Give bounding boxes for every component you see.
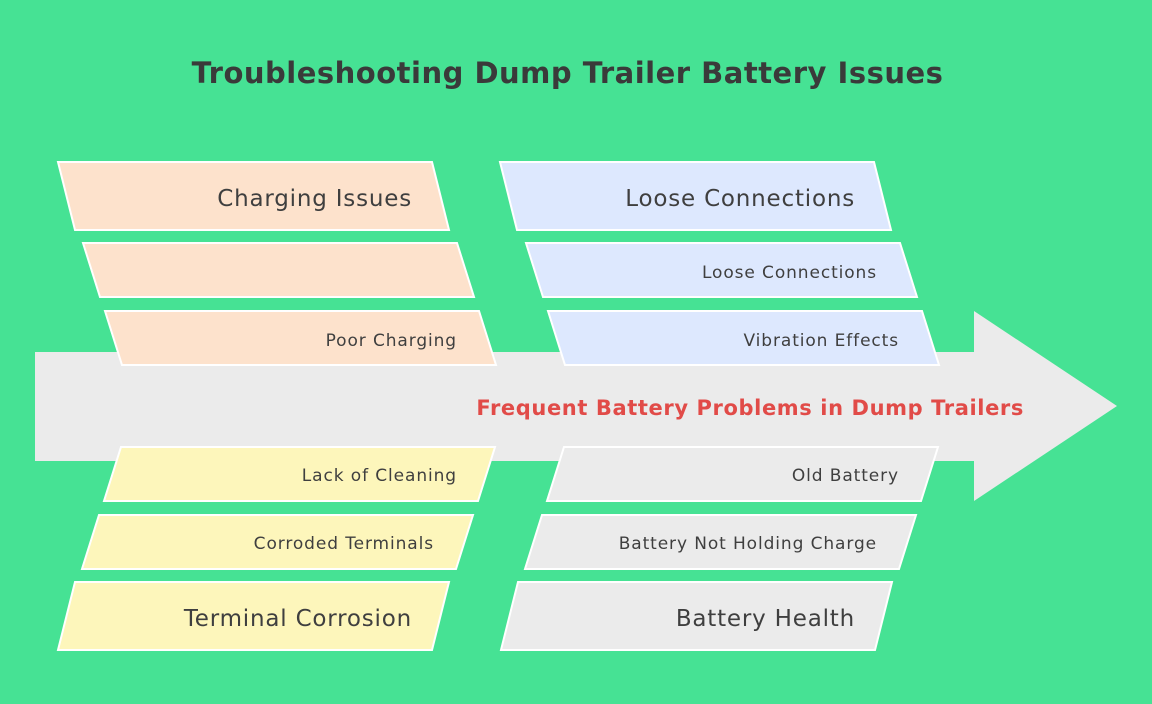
problem-label: Frequent Battery Problems in Dump Traile… bbox=[476, 396, 1024, 420]
cause-box bbox=[80, 514, 475, 570]
category-box-charging bbox=[56, 161, 451, 231]
category-title: Loose Connections bbox=[625, 186, 855, 212]
cause-box bbox=[545, 446, 940, 502]
cause-label: Corroded Terminals bbox=[254, 534, 434, 554]
category-title: Terminal Corrosion bbox=[183, 606, 412, 632]
category-box-health bbox=[499, 581, 894, 651]
category-title: Battery Health bbox=[676, 606, 855, 632]
cause-label: Vibration Effects bbox=[744, 331, 899, 351]
cause-box bbox=[103, 310, 498, 366]
cause-box bbox=[524, 242, 919, 298]
cause-box bbox=[546, 310, 941, 366]
cause-box bbox=[81, 242, 476, 298]
category-corrosion: Terminal Corrosion Lack of CleaningCorrod… bbox=[56, 446, 497, 651]
cause-box bbox=[523, 514, 918, 570]
category-title: Charging Issues bbox=[217, 186, 412, 212]
cause-label: Old Battery bbox=[792, 466, 899, 486]
cause-label: Poor Charging bbox=[326, 331, 457, 351]
cause-label: Lack of Cleaning bbox=[302, 466, 457, 486]
category-box-connections bbox=[498, 161, 893, 231]
cause-label: Battery Not Holding Charge bbox=[619, 534, 877, 554]
category-box-corrosion bbox=[56, 581, 451, 651]
cause-box bbox=[102, 446, 497, 502]
cause-label: Loose Connections bbox=[702, 263, 877, 283]
page-title: Troubleshooting Dump Trailer Battery Iss… bbox=[191, 56, 944, 90]
